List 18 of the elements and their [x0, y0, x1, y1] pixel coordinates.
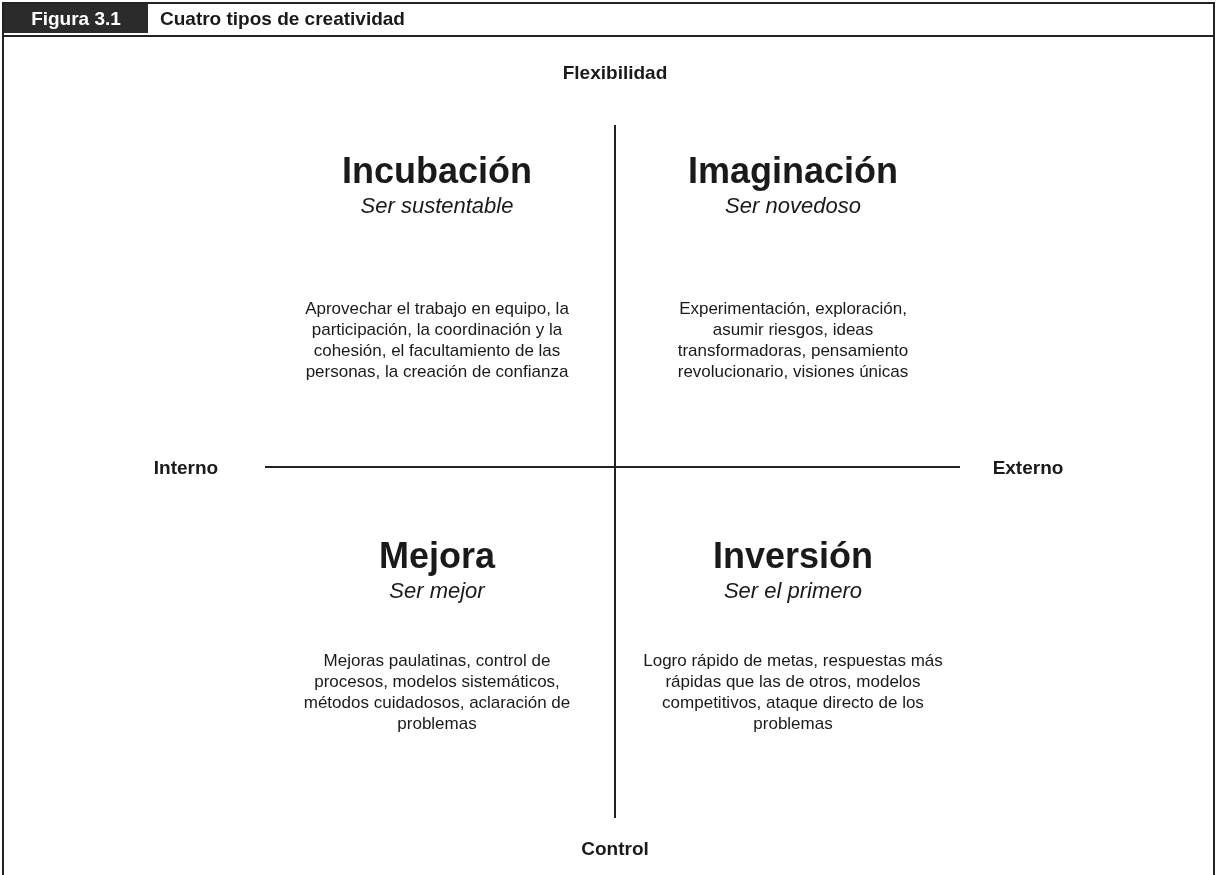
axis-label: Flexibilidad [562, 62, 668, 84]
quadrant-heading: Imaginación [688, 150, 898, 192]
quadrant-subtitle: Ser novedoso [725, 193, 861, 219]
quadrant-subtitle: Ser el primero [723, 578, 863, 604]
quadrant-subtitle: Ser sustentable [360, 193, 514, 219]
axis-label: Control [581, 838, 649, 860]
quadrant-subtitle: Ser mejor [389, 578, 485, 604]
quadrant-description: Experimentación, exploración, asumir riesgos, ideas transformadoras, pensamiento revolucionario, visiones únicas [676, 298, 910, 382]
quadrant-heading: Incubación [342, 150, 532, 192]
figure-number: Figura 3.1 [4, 4, 148, 33]
quadrant-heading: Inversión [712, 535, 874, 577]
axis-label: Interno [153, 457, 219, 479]
quadrant-description: Mejoras paulatinas, control de procesos, modelos sistemáticos, métodos cuidadosos, aclaración de problemas [302, 650, 572, 734]
quadrant-heading: Mejora [379, 535, 495, 577]
quadrant-description: Aprovechar el trabajo en equipo, la participación, la coordinación y la cohesión, el facultamiento de las personas, la creación de confianza [304, 298, 570, 382]
axis-label: Externo [992, 457, 1064, 479]
quadrant-description: Logro rápido de metas, respuestas más rápidas que las de otros, modelos competitivos, ataque directo de los problemas [643, 650, 943, 734]
figure-title: Cuatro tipos de creatividad [160, 7, 405, 31]
